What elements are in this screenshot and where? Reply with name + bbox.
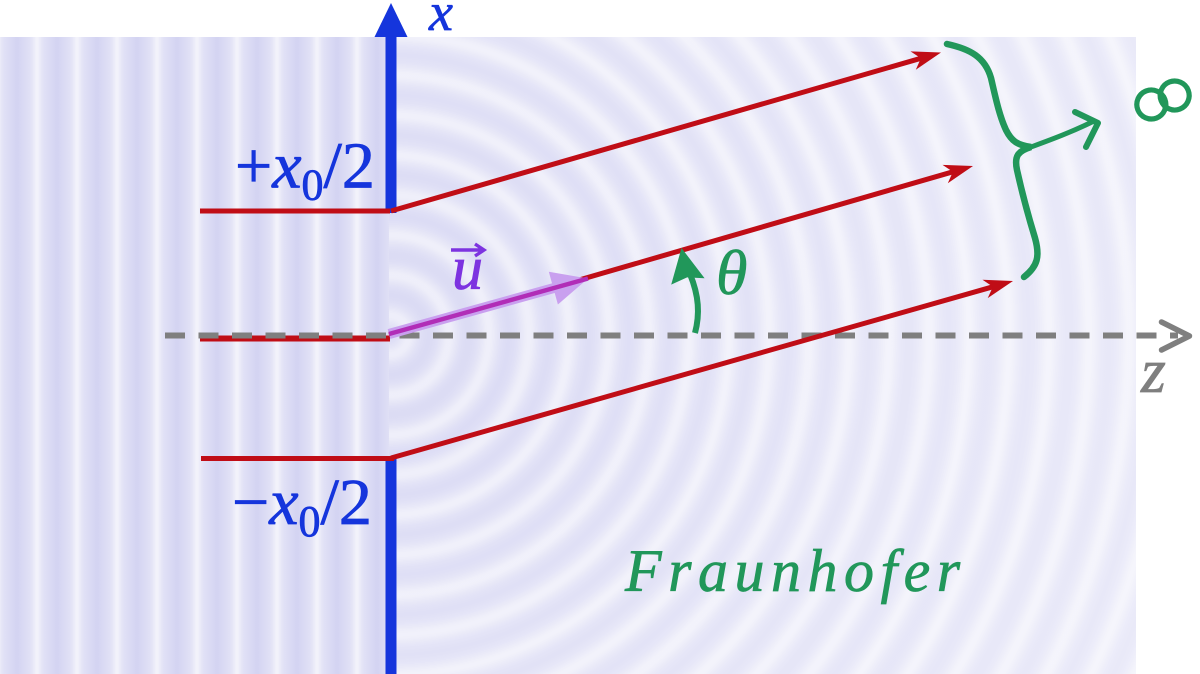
svg-text:θ: θ <box>716 237 747 308</box>
svg-text:x: x <box>428 0 453 42</box>
svg-text:Fraunhofer: Fraunhofer <box>624 538 967 604</box>
svg-text:z: z <box>1140 335 1166 406</box>
